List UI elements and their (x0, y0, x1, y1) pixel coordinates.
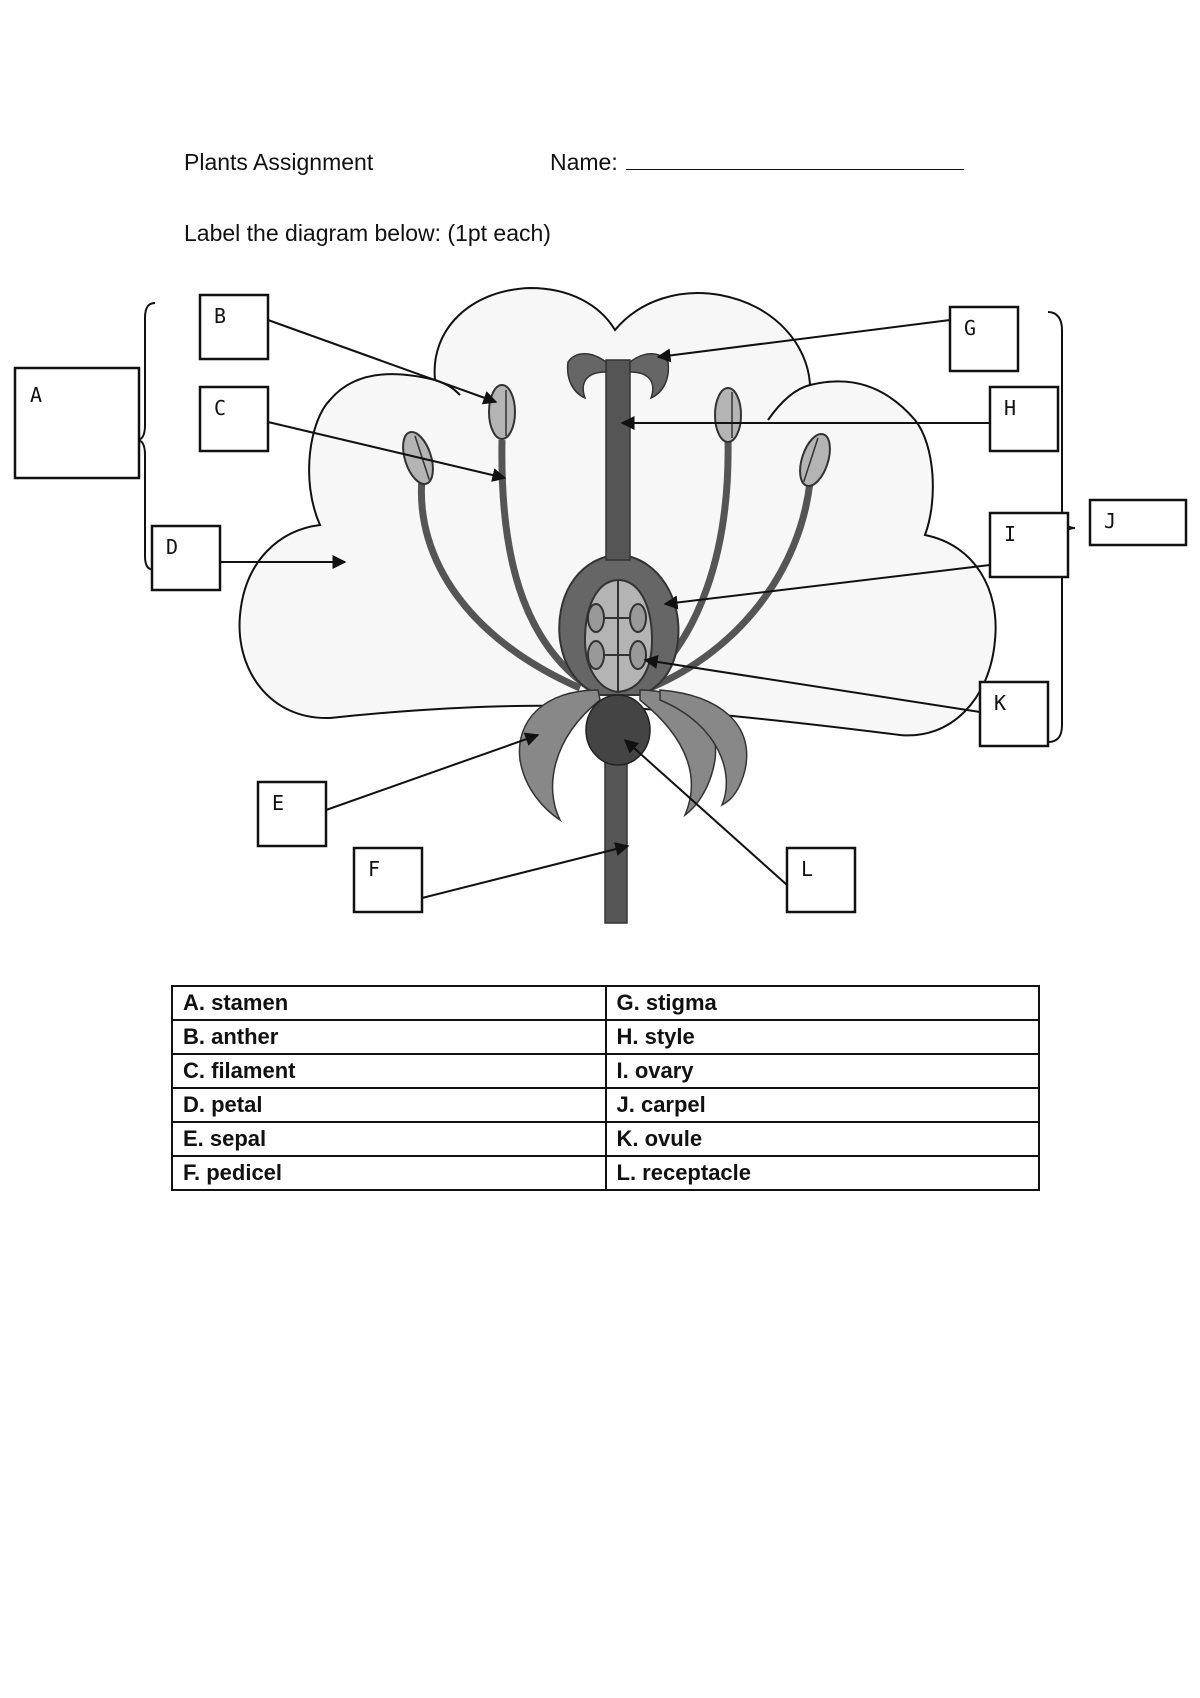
label-box-H[interactable]: H (988, 385, 1060, 453)
sepal (659, 689, 748, 807)
table-cell: K. ovule (604, 1121, 1040, 1157)
table-cell: A. stamen (171, 985, 607, 1021)
label-box-D[interactable]: D (150, 524, 222, 592)
svg-text:G: G (964, 316, 976, 340)
stigma (629, 353, 670, 400)
ovule (618, 603, 647, 633)
table-cell: B. anther (171, 1019, 607, 1055)
svg-text:I: I (1004, 522, 1016, 546)
svg-text:K: K (994, 691, 1006, 715)
svg-text:J: J (1104, 509, 1116, 533)
svg-text:A: A (30, 383, 42, 407)
arrow-C (267, 421, 507, 482)
svg-text:H: H (1004, 396, 1016, 420)
arrow-F (421, 842, 630, 899)
ovule (587, 603, 618, 633)
table-cell: C. filament (171, 1053, 607, 1089)
svg-text:C: C (214, 396, 226, 420)
flower-diagram: A B C D E F G H I J K L (13, 286, 1188, 924)
table-cell: I. ovary (604, 1053, 1040, 1089)
table-cell: E. sepal (171, 1121, 607, 1157)
arrow-L (623, 739, 788, 886)
label-box-A[interactable]: A (13, 366, 141, 480)
svg-text:B: B (214, 304, 226, 328)
arrow-B (267, 319, 498, 405)
name-blank-line[interactable] (625, 149, 964, 170)
stigma (566, 353, 607, 400)
label-box-K[interactable]: K (978, 680, 1050, 748)
arrow-K (643, 655, 981, 713)
arrow-I (663, 564, 991, 610)
sepal (518, 689, 601, 823)
label-box-B[interactable]: B (198, 293, 270, 361)
table-cell: G. stigma (604, 985, 1040, 1021)
filament (417, 477, 582, 692)
label-box-J[interactable]: J (1088, 498, 1188, 547)
svg-text:F: F (368, 857, 380, 881)
anther (714, 387, 742, 443)
assignment-title: Plants Assignment (184, 149, 374, 175)
instruction-text: Label the diagram below: (1pt each) (184, 220, 551, 246)
name-label: Name: (550, 149, 618, 175)
ovule (618, 640, 647, 670)
table-cell: H. style (604, 1019, 1040, 1055)
label-box-G[interactable]: G (948, 305, 1020, 373)
label-box-C[interactable]: C (198, 385, 270, 453)
table-cell: F. pedicel (171, 1155, 607, 1191)
arrow-G (656, 319, 951, 363)
table-cell: L. receptacle (604, 1155, 1040, 1191)
petal-overlap-line (767, 384, 811, 421)
label-box-L[interactable]: L (785, 846, 857, 914)
name-field: Name: (550, 149, 964, 176)
svg-text:D: D (166, 535, 178, 559)
brace-carpel (1047, 311, 1076, 743)
style (605, 359, 631, 561)
table-cell: D. petal (171, 1087, 607, 1123)
label-box-F[interactable]: F (352, 846, 424, 914)
filament (648, 481, 814, 692)
anther (488, 384, 516, 440)
svg-text:E: E (272, 791, 284, 815)
arrow-E (325, 732, 540, 811)
pedicel (604, 739, 628, 924)
svg-text:L: L (801, 857, 813, 881)
label-box-I[interactable]: I (988, 511, 1070, 579)
ovule (587, 640, 618, 670)
table-cell: J. carpel (604, 1087, 1040, 1123)
label-box-E[interactable]: E (256, 780, 328, 848)
anther (799, 433, 831, 487)
